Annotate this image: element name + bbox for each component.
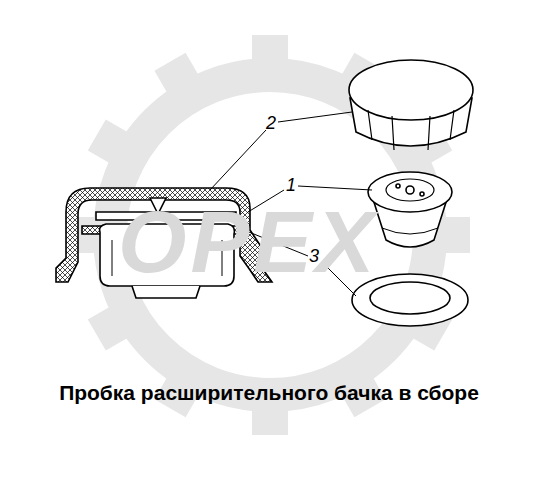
cap-exterior (349, 60, 473, 150)
valve (368, 172, 452, 247)
caption: Пробка расширительного бачка в сборе (16, 372, 522, 414)
watermark: OPEX (118, 198, 379, 286)
callout-number: 1 (286, 176, 296, 194)
callout-number: 2 (266, 114, 276, 132)
